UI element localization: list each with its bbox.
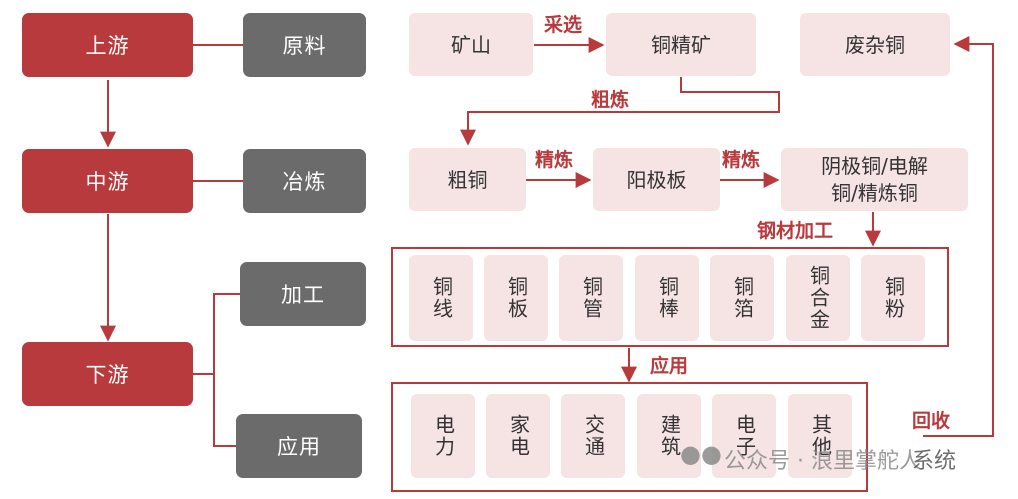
product-copper-tube: 铜管 [559, 255, 623, 341]
arrow-recycle-loop [923, 36, 994, 437]
stage-application: 应用 [236, 414, 362, 478]
chain-downstream: 下游 [22, 342, 193, 406]
app-transport: 交通 [561, 394, 625, 478]
link-downstream-bracket-lower [213, 374, 240, 447]
watermark-overlay: 系统 [912, 449, 957, 474]
product-copper-powder: 铜粉 [861, 255, 925, 341]
label-recycle: 回收 [912, 410, 951, 432]
app-home-appliance: 家电 [486, 394, 550, 478]
label-use: 应用 [650, 355, 689, 377]
app-power: 电力 [411, 394, 475, 478]
product-copper-foil: 铜箔 [710, 255, 774, 341]
watermark-wechat-icon: ●● [680, 440, 722, 468]
label-refining-1: 精炼 [535, 149, 574, 171]
app-construction: 建筑 [637, 394, 701, 478]
stage-smelting: 冶炼 [243, 149, 366, 213]
chain-upstream: 上游 [22, 13, 193, 77]
node-mine: 矿山 [409, 13, 533, 76]
node-copper-concentrate: 铜精矿 [606, 13, 756, 76]
label-copper-processing: 钢材加工 [757, 220, 834, 242]
watermark-text: 公众号 · 浪里掌舵人 [724, 449, 921, 474]
app-electronics: 电子 [712, 394, 776, 478]
node-scrap-copper: 废杂铜 [800, 13, 950, 76]
app-other: 其他 [788, 394, 852, 478]
product-copper-wire: 铜线 [409, 255, 473, 341]
node-cathode-copper: 阴极铜/电解 铜/精炼铜 [781, 148, 968, 211]
node-cathode-copper-line1: 阴极铜/电解 [821, 153, 928, 178]
node-anode-plate: 阳极板 [593, 148, 720, 211]
chain-midstream: 中游 [22, 149, 193, 213]
label-refining-2: 精炼 [722, 149, 761, 171]
label-rough-smelting: 粗炼 [591, 89, 630, 111]
link-downstream-bracket [193, 293, 240, 375]
product-copper-rod: 铜棒 [635, 255, 699, 341]
node-blister-copper: 粗铜 [409, 148, 526, 211]
product-copper-plate: 铜板 [484, 255, 548, 341]
arrow-rough-smelting [460, 77, 780, 146]
application-frame: 电力 家电 交通 建筑 电子 其他 [391, 382, 868, 492]
processing-frame: 铜线 铜板 铜管 铜棒 铜箔 铜合金 铜粉 [391, 247, 949, 347]
node-cathode-copper-line2: 铜/精炼铜 [831, 180, 918, 205]
stage-processing: 加工 [240, 262, 366, 326]
product-copper-alloy: 铜合金 [786, 255, 850, 341]
stage-raw: 原料 [243, 13, 366, 77]
label-beneficiation: 采选 [544, 14, 583, 36]
